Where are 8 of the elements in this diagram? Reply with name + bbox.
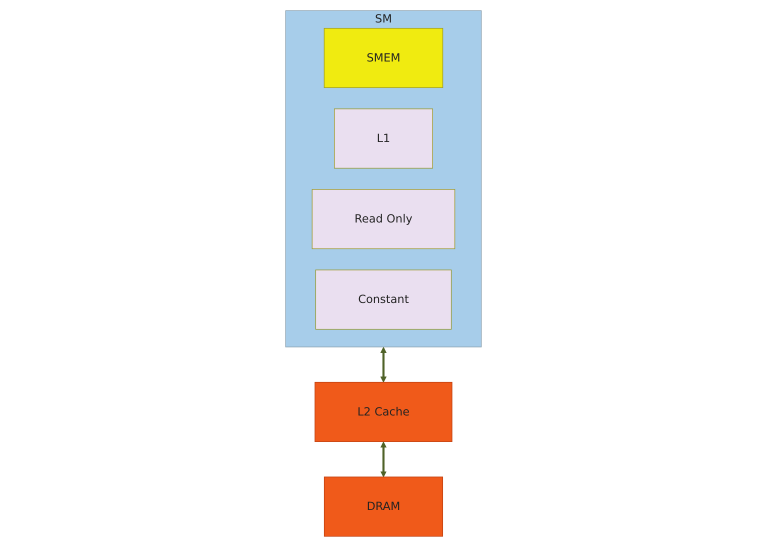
node-box: SMEM xyxy=(324,28,444,88)
node-box: DRAM xyxy=(324,476,444,537)
arrow xyxy=(380,442,387,478)
node-box: Read Only xyxy=(312,189,456,250)
node-box: Constant xyxy=(315,270,452,330)
node-box: L2 Cache xyxy=(314,382,452,442)
node-box: L1 xyxy=(334,108,433,169)
arrow xyxy=(380,346,387,383)
